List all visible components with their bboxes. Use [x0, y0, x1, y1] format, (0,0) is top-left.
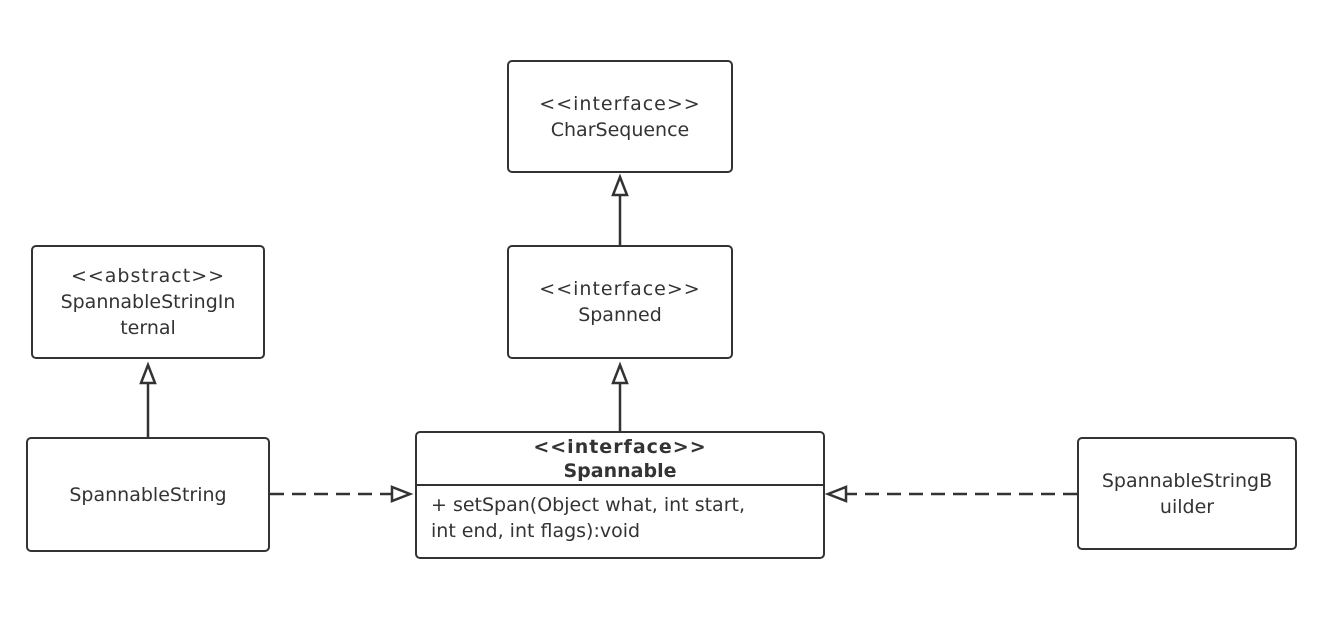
internal-name-line2: ternal: [120, 317, 176, 339]
spannable-methods: + setSpan(Object what, int start, int en…: [417, 486, 823, 544]
spannable-method-line2: int end, int flags):void: [431, 520, 641, 542]
spannable-name: Spannable: [563, 459, 677, 482]
charsequence-name: CharSequence: [550, 118, 690, 141]
node-spannable-string-internal: <<abstract>> SpannableStringIn ternal: [31, 245, 265, 359]
edge-spannable-to-spanned: [611, 361, 629, 431]
node-spannable-string: SpannableString: [26, 437, 270, 552]
spannable-method-line1: + setSpan(Object what, int start,: [431, 494, 745, 516]
spannable-header: <<interface>> Spannable: [417, 433, 823, 486]
node-spanned: <<interface>> Spanned: [507, 245, 733, 359]
internal-stereotype: <<abstract>>: [70, 265, 226, 287]
charsequence-stereotype: <<interface>>: [539, 92, 701, 115]
edge-builder-to-spannable: [824, 485, 1077, 503]
edge-spannablestring-to-spannable: [270, 485, 414, 503]
node-spannable: <<interface>> Spannable + setSpan(Object…: [415, 431, 825, 559]
spannable-string-name: SpannableString: [69, 483, 227, 506]
internal-name-line1: SpannableStringIn: [60, 291, 236, 313]
builder-name-line1: SpannableStringB: [1101, 469, 1273, 492]
node-charsequence: <<interface>> CharSequence: [507, 60, 733, 173]
spannable-stereotype: <<interface>>: [533, 435, 707, 458]
edge-spannablestring-to-internal: [139, 361, 157, 437]
edge-spanned-to-charsequence: [611, 173, 629, 245]
spanned-stereotype: <<interface>>: [539, 278, 701, 300]
spanned-name: Spanned: [578, 304, 662, 326]
node-spannable-string-builder: SpannableStringB uilder: [1077, 437, 1297, 550]
builder-name-line2: uilder: [1159, 495, 1215, 518]
